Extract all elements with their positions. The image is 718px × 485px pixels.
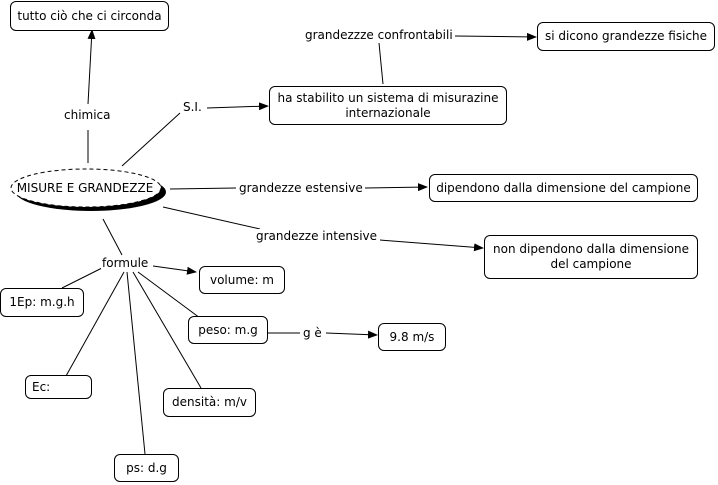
node-surroundings[interactable]: tutto ciò che ci circonda	[10, 1, 169, 31]
arrow-g-value	[325, 330, 378, 339]
node-volume[interactable]: volume: m	[199, 266, 285, 294]
link-intensive: grandezze intensive	[255, 229, 379, 244]
node-physical-quantities[interactable]: si dicono grandezze fisiche	[537, 22, 715, 51]
arrow-si-system	[206, 102, 269, 111]
central-node-label: MISURE E GRANDEZZE	[16, 181, 154, 195]
node-kinetic-energy[interactable]: Ec:	[25, 375, 92, 399]
arrow-extensive-def	[364, 183, 428, 192]
line-center-extensive	[169, 187, 237, 190]
link-g-is: g è	[302, 326, 323, 341]
node-potential-energy[interactable]: 1Ep: m.g.h	[0, 288, 84, 317]
line-formulas-density	[132, 271, 202, 389]
line-formulas-potential	[61, 267, 103, 289]
link-extensive: grandezze estensive	[238, 181, 364, 196]
node-gravity-value[interactable]: 9.8 m/s	[378, 323, 446, 351]
link-comparable: grandezzze confrontabili	[304, 28, 454, 43]
node-weight[interactable]: peso: m.g	[188, 316, 268, 344]
line-center-intensive	[162, 206, 261, 230]
arrow-chimica-surroundings	[87, 29, 96, 105]
arrow-formulas-volume	[152, 265, 197, 275]
line-center-formulas	[102, 218, 123, 256]
line-formulas-specific	[126, 271, 146, 455]
node-intensive-definition[interactable]: non dipendono dalla dimensione del campi…	[484, 235, 698, 279]
link-chimica: chimica	[63, 108, 112, 123]
line-system-comparable	[378, 42, 384, 85]
node-extensive-definition[interactable]: dipendono dalla dimensione del campione	[429, 174, 698, 202]
node-specific-weight[interactable]: ps: d.g	[114, 454, 179, 482]
link-formulas: formule	[101, 256, 150, 271]
node-density[interactable]: densità: m/v	[163, 388, 256, 417]
central-node[interactable]: MISURE E GRANDEZZE	[9, 166, 169, 214]
line-formulas-kinetic	[65, 271, 125, 377]
arrow-intensive-def	[379, 239, 484, 252]
link-si: S.I.	[182, 100, 203, 115]
line-formulas-weight	[137, 271, 201, 319]
line-center-si	[121, 112, 181, 167]
arrow-comparable-physical	[454, 32, 537, 41]
node-si-system[interactable]: ha stabilito un sistema di misurazine in…	[269, 86, 507, 125]
central-node-ellipse	[10, 168, 166, 211]
